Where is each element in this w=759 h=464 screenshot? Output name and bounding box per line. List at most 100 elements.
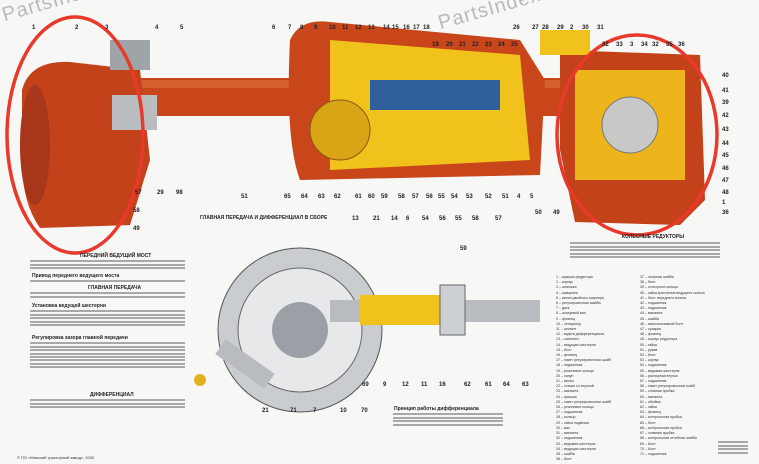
legend-item: 6 – регулировочная шайба [556, 301, 601, 306]
callout-number: 12 [355, 25, 362, 31]
differential-assembly [194, 247, 540, 413]
callout-number: 64 [301, 194, 308, 200]
legend-item: 66 – контрольная пробка [640, 425, 682, 430]
callout-number: 6 [406, 216, 410, 222]
callout-number: 20 [446, 42, 453, 48]
legend-item: 41 – болт переднего колеса [640, 295, 687, 300]
copyright: © ПО «Минский тракторный завод», 2000 [17, 455, 95, 460]
legend-item: 40 – гайка крепления ведущего колеса [640, 290, 705, 295]
legend-item: 26 – резиновое кольцо [556, 405, 594, 410]
text-block [30, 279, 185, 284]
callout-number: 36 [722, 210, 729, 216]
callout-number: 21 [373, 216, 380, 222]
callout-number: 1 [722, 200, 726, 206]
legend-item: 36 – болт [556, 457, 572, 462]
callout-number: 49 [133, 226, 140, 232]
legend-item: 15 – болт [556, 347, 572, 352]
legend-item: 42 – подшипник [640, 301, 667, 306]
callout-number: 40 [722, 73, 729, 79]
callout-number: 54 [451, 194, 458, 200]
callout-number: 41 [722, 88, 729, 94]
legend-item: 68 – контрольная отгибная шайба [640, 436, 697, 441]
legend-item: 10 – сепаратор [556, 321, 582, 326]
callout-number: 71 [290, 408, 297, 414]
legend-item: 53 – корпус [640, 358, 660, 363]
callout-number: 16 [439, 382, 446, 388]
text-block [30, 398, 185, 410]
callout-number: 52 [485, 194, 492, 200]
highlight-circle-left [5, 15, 145, 255]
legend-item: 35 – шайба [556, 451, 575, 456]
legend-item: 37 – опорная шайба [640, 275, 674, 279]
callout-number: 56 [439, 216, 446, 222]
callout-number: 3 [630, 42, 634, 48]
callout-number: 57 [412, 194, 419, 200]
callout-number: 59 [381, 194, 388, 200]
callout-number: 62 [334, 194, 341, 200]
callout-number: 35 [666, 42, 673, 48]
legend-item: 27 – подшипник [556, 410, 583, 415]
legend-item: 64 – контрольная пробка [640, 415, 682, 420]
callout-number: 2 [75, 25, 79, 31]
callout-number: 14 [383, 25, 390, 31]
callout-number: 31 [597, 25, 604, 31]
heading-main-gear: ГЛАВНАЯ ПЕРЕДАЧА [88, 285, 142, 291]
legend-item: 59 – сливная пробка [640, 389, 675, 394]
legend-item: 18 – подшипник [556, 363, 583, 368]
legend-item: 4 – шкворень [556, 290, 579, 295]
legend-item: 61 – обойма [640, 399, 661, 404]
text-block [30, 341, 185, 370]
callout-number: 55 [455, 216, 462, 222]
callout-number: 51 [502, 194, 509, 200]
legend-item: 19 – резиновое кольцо [556, 368, 594, 373]
heading-backlash: Регулировка зазора главной передачи [32, 335, 128, 341]
callout-number: 58 [398, 194, 405, 200]
legend-item: 58 – пакет регулировочных шайб [640, 384, 696, 389]
callout-number: 34 [641, 42, 648, 48]
legend-item: 32 – подшипник [556, 436, 583, 441]
callout-number: 47 [722, 178, 729, 184]
text-block [30, 259, 185, 271]
legend-item: 25 – пакет регулировочных шайб [556, 399, 612, 404]
callout-number: 65 [284, 194, 291, 200]
callout-number: 10 [340, 408, 347, 414]
callout-number: 51 [241, 194, 248, 200]
heading-differential: ДИФФЕРЕНЦИАЛ [90, 392, 134, 398]
callout-number: 57 [495, 216, 502, 222]
legend-item: 45 – шайба [640, 316, 659, 321]
legend-item: 30 – вал [556, 425, 570, 430]
legend-item: 56 – распорная втулка [640, 373, 678, 378]
text-block [30, 309, 185, 327]
callout-number: 27 [532, 25, 539, 31]
legend-item: 33 – ведомая шестерня [556, 441, 596, 446]
legend-item: 9 – фланец [556, 316, 576, 321]
text-block [30, 291, 185, 299]
legend-item: 23 – манжета [556, 389, 579, 394]
heading-wheel-reducers: КОЛЕСНЫЕ РЕДУКТОРЫ [622, 234, 685, 240]
callout-number: 3 [105, 25, 109, 31]
callout-number: 9 [383, 382, 387, 388]
callout-number: 1 [32, 25, 36, 31]
callout-number: 12 [402, 382, 409, 388]
callout-number: 11 [421, 382, 428, 388]
callout-number: 45 [722, 153, 729, 159]
callout-number: 63 [318, 194, 325, 200]
text-block [393, 412, 503, 427]
callout-number: 53 [466, 194, 473, 200]
legend-item: 54 – подшипник [640, 363, 667, 368]
callout-number: 43 [722, 127, 729, 133]
legend-item: 5 – вилка двойного шарнира [556, 295, 604, 300]
legend-item: 43 – подшипник [640, 306, 667, 311]
callout-number: 10 [329, 25, 336, 31]
callout-number: 98 [176, 190, 183, 196]
callout-number: 39 [722, 100, 729, 106]
callout-number: 22 [472, 42, 479, 48]
callout-number: 13 [368, 25, 375, 31]
callout-number: 44 [722, 141, 729, 147]
legend-item: 34 – ведущая шестерня [556, 446, 596, 451]
legend-item: 47 – сухарик [640, 327, 661, 332]
publisher-info [718, 440, 748, 455]
highlight-circle-right [555, 33, 719, 237]
callout-number: 26 [513, 25, 520, 31]
